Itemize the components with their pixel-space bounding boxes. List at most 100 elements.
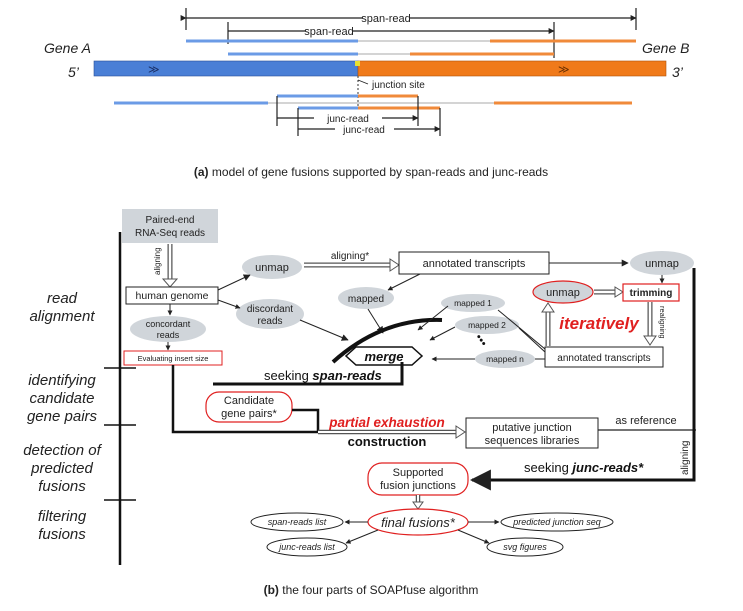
section-identifying-1: identifying <box>28 372 96 389</box>
mapped-1-label: mapped 1 <box>454 298 492 308</box>
merge-label: merge <box>364 349 403 364</box>
unmap-2-label: unmap <box>645 258 679 270</box>
seeking-junc-em: junc-reads* <box>570 460 644 475</box>
iterative-up-arrowhead <box>541 302 555 313</box>
gene-a-bar <box>93 60 359 77</box>
construction-label: construction <box>348 434 427 449</box>
paired-end-label-2: RNA-Seq reads <box>135 228 205 239</box>
part-a-gene-model: span-read span-read Gene A Gene B 5’ 3’ … <box>44 8 689 179</box>
human-genome-label: human genome <box>136 290 209 302</box>
span-read-inner-label: span-read <box>304 26 354 38</box>
supported-label-1: Supported <box>393 467 444 479</box>
predicted-junction-seq-ellipse <box>500 512 614 532</box>
concordant-reads-label-1: concordant <box>146 319 191 329</box>
merge-hexagon <box>344 346 424 366</box>
span-reads-list-ellipse <box>250 512 344 532</box>
section-read-alignment-2: alignment <box>29 308 95 325</box>
section-filtering-2: fusions <box>38 526 86 543</box>
unmap-3-label: unmap <box>546 287 580 299</box>
junc-read-bracket-2 <box>297 108 441 136</box>
junc-read-bracket-1 <box>276 96 419 126</box>
unmap-1-label: unmap <box>255 262 289 274</box>
iteratively-label: iteratively <box>559 314 640 333</box>
predicted-junction-seq-label: predicted junction seq <box>512 517 601 527</box>
junction-pointer <box>357 79 369 85</box>
gene-a-label: Gene A <box>44 40 91 56</box>
putative-label-2: sequences libraries <box>485 435 580 447</box>
paired-end-box <box>122 209 218 243</box>
section-identifying-2: candidate <box>29 390 94 407</box>
junc-reads-list-ellipse <box>266 537 348 557</box>
span-read-outer-bracket <box>180 8 637 30</box>
section-filtering-1: filtering <box>38 508 87 525</box>
unmap-3-ellipse <box>532 280 594 304</box>
discordant-to-merge-arrow <box>299 319 349 341</box>
gene-b-direction-arrow: ≫ <box>558 64 570 76</box>
transcripts2-to-mapped1-line <box>497 309 546 350</box>
junction-site-label: junction site <box>371 80 425 91</box>
genome-to-discordant-arrow <box>217 299 241 309</box>
aligning-right-label: aligning <box>680 441 691 475</box>
section-detection-2: predicted <box>30 460 93 477</box>
seeking-junc-prefix: seeking <box>524 460 572 475</box>
aligning-star-arrowhead <box>389 258 400 272</box>
concordant-reads-ellipse <box>130 316 206 342</box>
final-to-junc-list-arrow <box>345 529 379 544</box>
evaluating-label: Evaluating insert size <box>138 354 209 363</box>
section-read-alignment-1: read <box>47 290 78 307</box>
supported-to-final-arrowhead <box>412 501 424 510</box>
mapped-n-ellipse <box>475 350 535 368</box>
svg-figures-label: svg figures <box>503 542 547 552</box>
aligning-arrowhead <box>161 278 179 288</box>
three-prime-label: 3’ <box>672 64 684 80</box>
final-fusions-label: final fusions* <box>381 515 456 530</box>
junc-read-label-1: junc-read <box>326 114 369 125</box>
putative-label-1: putative junction <box>492 422 572 434</box>
span-reads-list-label: span-reads list <box>268 517 327 527</box>
supported-label-2: fusion junctions <box>380 480 456 492</box>
seeking-junc-reads: seeking junc-reads* <box>524 460 644 475</box>
mapped2-to-merge-arrow <box>429 326 456 341</box>
section-detection-3: fusions <box>38 478 86 495</box>
five-prime-label: 5’ <box>68 64 80 80</box>
junction-marker <box>355 61 360 66</box>
caption-b-label: (b) <box>264 583 279 597</box>
annotated-transcripts-2-label: annotated transcripts <box>557 353 650 364</box>
caption-b-text: the four parts of SOAPfuse algorithm <box>279 583 478 597</box>
merge-to-candidate-line <box>213 362 404 386</box>
as-reference-label: as reference <box>615 415 676 427</box>
concordant-reads-label-2: reads <box>157 330 180 340</box>
annotated-transcripts-1-label: annotated transcripts <box>423 258 526 270</box>
section-labels: read alignment identifying candidate gen… <box>23 290 102 543</box>
annotated-transcripts-2-box <box>544 346 664 368</box>
unmap-1-ellipse <box>242 255 302 279</box>
paired-end-label-1: Paired-end <box>146 215 195 226</box>
realigning-label: realigning <box>658 306 667 339</box>
seeking-span-em: span-reads <box>312 368 381 383</box>
seeking-span-reads: seeking span-reads <box>264 368 382 383</box>
discordant-reads-label-2: reads <box>257 316 282 327</box>
candidate-gene-pairs-box <box>205 391 293 423</box>
aligning-vertical-label: aligning <box>153 247 162 275</box>
section-identifying-3: gene pairs <box>27 408 98 425</box>
mapped1-to-merge-arrow <box>417 305 449 331</box>
mapped-2-label: mapped 2 <box>468 320 506 330</box>
mapped-ellipse <box>338 287 394 309</box>
candidate-label-1: Candidate <box>224 395 274 407</box>
discordant-reads-label-1: discordant <box>247 304 293 315</box>
mapped-label: mapped <box>348 294 384 305</box>
caption-a-text: model of gene fusions supported by span-… <box>209 165 549 179</box>
mapped-n-label: mapped n <box>486 354 524 364</box>
right-aligning-path <box>469 268 696 491</box>
transcripts2-to-mapped2-line <box>518 327 546 353</box>
mapped-to-merge-arrow <box>367 308 384 334</box>
svg-figures-ellipse <box>486 537 564 557</box>
seeking-span-prefix: seeking <box>264 368 312 383</box>
span-read-outer-label: span-read <box>361 13 411 25</box>
transcripts-to-mapped-arrow <box>387 273 421 291</box>
final-to-svg-arrow <box>457 529 490 544</box>
part-b-workflow: read alignment identifying candidate gen… <box>23 209 696 597</box>
realigning-arrowhead <box>643 335 657 346</box>
